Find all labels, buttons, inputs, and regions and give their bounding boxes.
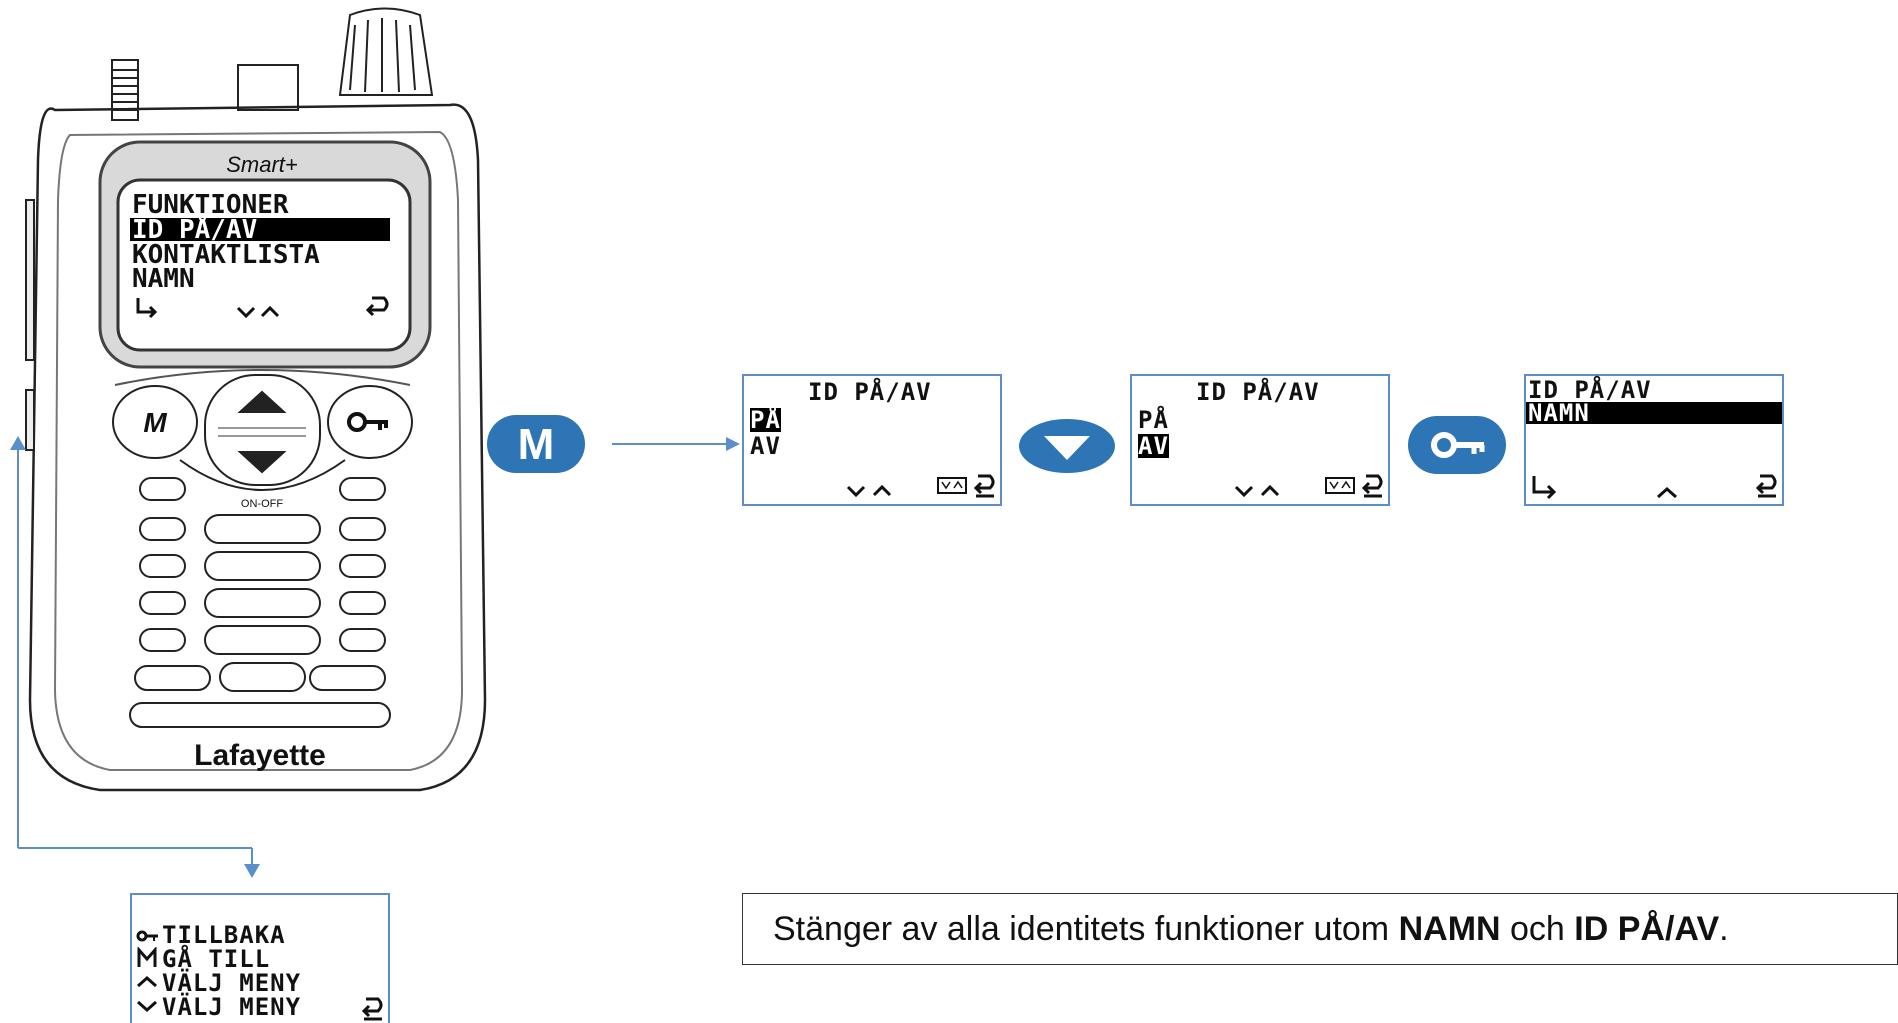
screen2-option-off: AV bbox=[1138, 432, 1169, 460]
help-line2: GÅ TILL bbox=[162, 945, 271, 973]
antenna bbox=[111, 59, 139, 121]
note-text-middle: och bbox=[1500, 910, 1575, 948]
radio-screen-line2: ID PÅ/AV bbox=[132, 213, 257, 245]
lcd-screen-id-on-off-off-selected: ID PÅ/AV PÅ AV bbox=[1130, 374, 1390, 506]
key-icon bbox=[347, 412, 388, 432]
screen1-option-off: AV bbox=[750, 432, 781, 460]
note-bold-name: NAMN bbox=[1398, 910, 1501, 948]
help-line4: VÄLJ MENY bbox=[162, 993, 302, 1021]
scroll-icon bbox=[937, 477, 967, 494]
screen3-line1: ID PÅ/AV bbox=[1528, 376, 1652, 404]
nav-pad bbox=[204, 374, 321, 486]
radio-screen-line3: KONTAKTLISTA bbox=[132, 240, 320, 270]
screen2-title: ID PÅ/AV bbox=[1196, 378, 1320, 406]
key-icon bbox=[136, 930, 158, 942]
help-line3: VÄLJ MENY bbox=[162, 969, 302, 997]
menu-key bbox=[112, 385, 198, 459]
screen1-option-on: PÅ bbox=[750, 406, 781, 434]
back-icon bbox=[361, 997, 383, 1021]
back-icon bbox=[973, 474, 995, 498]
up-down-icon bbox=[236, 305, 280, 319]
up-down-icon bbox=[846, 484, 892, 498]
m-key-label: M bbox=[143, 407, 167, 438]
scroll-icon bbox=[1325, 477, 1355, 494]
menu-button-icon: M bbox=[487, 415, 585, 473]
up-icon bbox=[137, 975, 157, 988]
up-down-icon bbox=[1234, 484, 1280, 498]
lcd-screen-name-selected: ID PÅ/AV NAMN bbox=[1524, 374, 1784, 506]
svg-text:M: M bbox=[518, 420, 555, 469]
brand-logo: Lafayette bbox=[194, 739, 326, 772]
lcd-screen-id-on-off-on-selected: ID PÅ/AV PÅ AV bbox=[742, 374, 1002, 506]
m-key-icon bbox=[137, 947, 157, 967]
radio-illustration: Smart+ ON-OFF M Lafayette FUNKTIONER ID … bbox=[25, 7, 487, 792]
model-logo: Smart+ bbox=[226, 152, 298, 177]
screen2-option-on: PÅ bbox=[1138, 406, 1169, 434]
enter-icon bbox=[1532, 476, 1557, 500]
volume-knob bbox=[338, 7, 434, 96]
back-icon bbox=[1361, 474, 1383, 498]
radio-screen-line4: NAMN bbox=[132, 264, 195, 294]
on-off-label: ON-OFF bbox=[241, 498, 283, 510]
back-icon bbox=[365, 296, 389, 317]
radio-screen-line1: FUNKTIONER bbox=[132, 190, 289, 220]
key-button-icon bbox=[1408, 416, 1506, 474]
screen3-line2: NAMN bbox=[1528, 399, 1590, 427]
help-flow-arrow bbox=[10, 436, 260, 878]
flow-arrow bbox=[612, 437, 740, 451]
back-icon bbox=[1755, 474, 1777, 498]
lcd-help-screen: TILLBAKA GÅ TILL VÄLJ MENY VÄLJ MENY bbox=[130, 893, 390, 1023]
screen1-title: ID PÅ/AV bbox=[808, 378, 932, 406]
up-icon bbox=[1657, 486, 1677, 499]
radio-body bbox=[28, 103, 487, 792]
note-text-after: . bbox=[1719, 910, 1729, 948]
note-box: Stänger av alla identitets funktioner ut… bbox=[742, 893, 1898, 965]
down-button-icon bbox=[1019, 419, 1115, 473]
screen3-highlight-bar bbox=[1526, 402, 1782, 424]
down-icon bbox=[137, 1000, 157, 1013]
enter-icon bbox=[136, 298, 158, 319]
note-bold-id: ID PÅ/AV bbox=[1574, 910, 1720, 948]
note-text-before: Stänger av alla identitets funktioner ut… bbox=[773, 910, 1399, 948]
help-line1: TILLBAKA bbox=[162, 921, 286, 949]
